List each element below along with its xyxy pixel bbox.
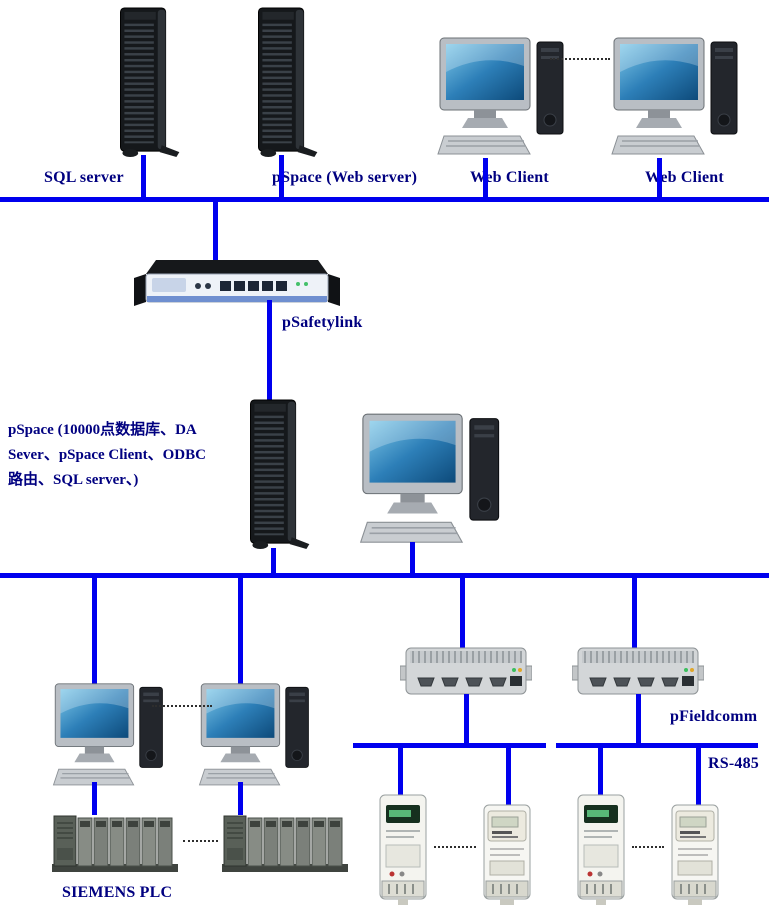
power-meter-4 — [666, 803, 724, 907]
connector-webclient1-to-topbus — [483, 158, 488, 197]
label-web-client-2: Web Client — [645, 169, 724, 186]
connector-midbus-to-pfieldcomm2 — [632, 578, 637, 648]
connector-pfieldcomm2-to-rs485 — [636, 694, 641, 745]
desktop-pc-web-client-1 — [434, 36, 574, 162]
power-meter-3 — [572, 793, 630, 907]
dotted-link-plcs — [183, 840, 218, 842]
rs485-bus-2 — [556, 743, 758, 748]
label-rs485: RS-485 — [708, 755, 759, 772]
rs485-bus-1 — [353, 743, 546, 748]
bus-line-middle — [0, 573, 769, 578]
desktop-pc-plc-station-2 — [196, 682, 318, 792]
connector-sql-to-topbus — [141, 155, 146, 197]
connector-pc3-to-plc1 — [92, 782, 97, 815]
dotted-link-meters-2 — [632, 846, 664, 848]
connector-topbus-to-psafetylink — [213, 202, 218, 262]
desktop-pc-plc-station-1 — [50, 682, 172, 792]
psafetylink-appliance — [128, 256, 346, 310]
connector-webclient2-to-topbus — [657, 158, 662, 197]
siemens-plc-1 — [50, 812, 180, 876]
connector-psafetylink-to-pspace-server — [267, 300, 272, 400]
connector-pc4-to-plc2 — [238, 782, 243, 815]
desktop-pc-web-client-2 — [608, 36, 748, 162]
label-siemens-plc: SIEMENS PLC — [62, 884, 173, 901]
connector-rs485-to-meter4 — [696, 746, 701, 805]
pspace-description-line2: Sever、pSpace Client、ODBC — [8, 447, 206, 463]
bus-line-top — [0, 197, 769, 202]
power-meter-1 — [374, 793, 432, 907]
label-sql-server: SQL server — [44, 169, 124, 186]
siemens-plc-2 — [220, 812, 350, 876]
label-psafetylink: pSafetylink — [282, 314, 363, 331]
label-pfieldcomm: pFieldcomm — [670, 708, 758, 725]
connector-midbus-to-pfieldcomm1 — [460, 578, 465, 648]
connector-rs485-to-meter1 — [398, 746, 403, 795]
connector-pfieldcomm1-to-rs485 — [464, 694, 469, 745]
connector-rs485-to-meter2 — [506, 746, 511, 805]
dotted-link-web-clients — [550, 58, 610, 60]
connector-pspace-client-to-midbus — [410, 542, 415, 578]
pspace-description-line3: 路由、SQL server、) — [8, 472, 139, 488]
connector-rs485-to-meter3 — [598, 746, 603, 795]
tower-server-pspace-web — [244, 6, 324, 158]
pspace-description: pSpace (10000点数据库、DA Sever、pSpace Client… — [8, 418, 206, 493]
connector-midbus-to-pc4 — [238, 578, 243, 685]
pfieldcomm-gateway-2 — [572, 644, 704, 700]
dotted-link-plc-stations — [152, 705, 212, 707]
pspace-description-line1: pSpace (10000点数据库、DA — [8, 422, 197, 438]
label-pspace-web: pSpace (Web server) — [272, 169, 418, 186]
dotted-link-meters-1 — [434, 846, 476, 848]
label-web-client-1: Web Client — [470, 169, 549, 186]
tower-server-sql — [106, 6, 186, 158]
connector-pspace-server-to-midbus — [271, 548, 276, 578]
connector-pspaceweb-to-topbus — [279, 155, 284, 197]
pfieldcomm-gateway-1 — [400, 644, 532, 700]
connector-midbus-to-pc3 — [92, 578, 97, 685]
power-meter-2 — [478, 803, 536, 907]
tower-server-pspace-main — [236, 398, 316, 550]
desktop-pc-pspace-client — [356, 412, 511, 551]
